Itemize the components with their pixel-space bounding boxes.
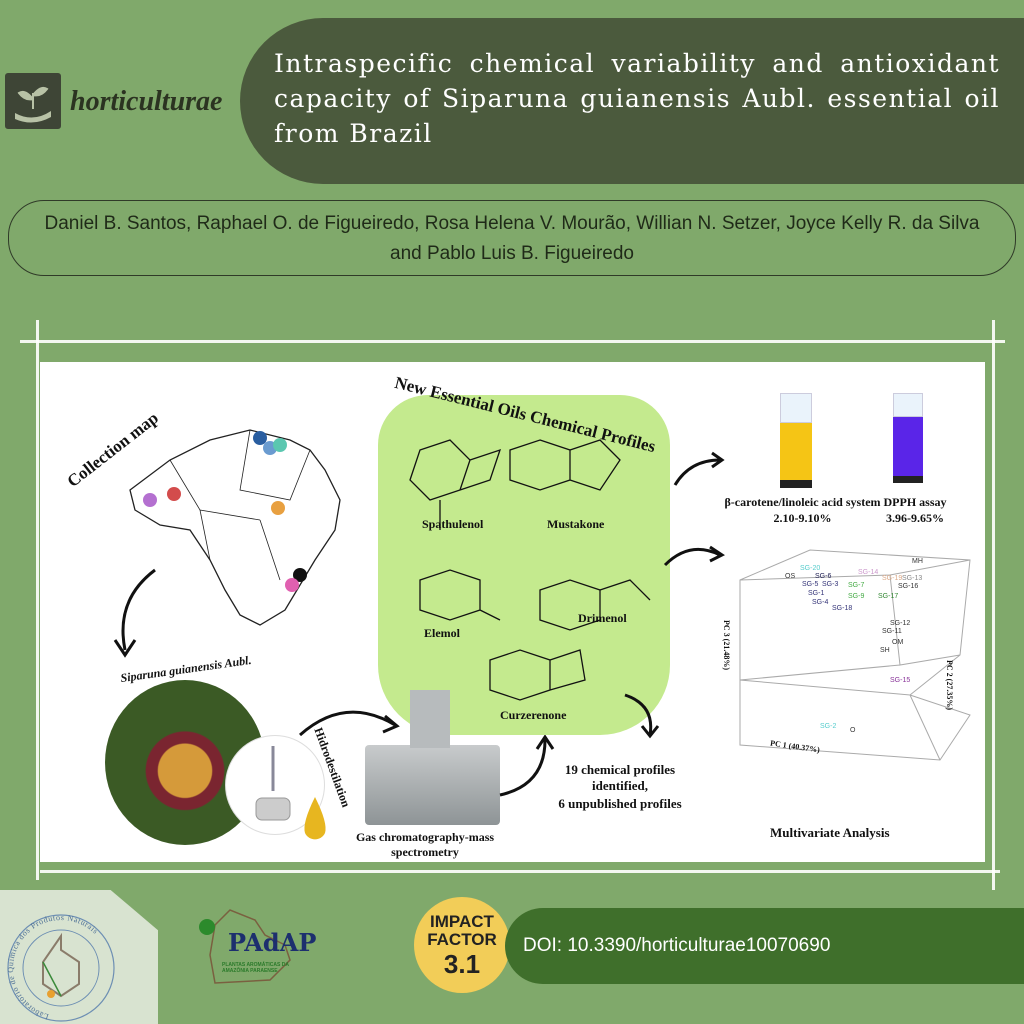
pca-point-label: SG-1 (808, 590, 825, 597)
impact-label: FACTOR (427, 930, 497, 949)
arrow-icon (113, 568, 156, 658)
gcms-label: Gas chromatography-mass spectrometry (355, 830, 495, 859)
arrow-icon (663, 545, 725, 567)
compound-label: Spathulenol (422, 517, 484, 531)
pca-point-label: SG-15 (890, 677, 911, 684)
pca-point-label: O (850, 727, 856, 734)
pca-point-label: SG-19 (882, 575, 903, 582)
molecule-structures (409, 439, 651, 701)
compound-label: Elemol (424, 626, 460, 640)
arrow-icon (299, 710, 400, 737)
pca-point-label: SG-16 (898, 583, 919, 590)
pca-point-label: SG-5 (802, 581, 819, 588)
header-banner (240, 18, 1024, 184)
padap-logo (199, 909, 291, 984)
frame-line (20, 340, 1005, 343)
arrow-icon (673, 451, 725, 486)
impact-label: IMPACT (430, 912, 494, 931)
profiles-unpublished: 6 unpublished profiles (558, 796, 682, 811)
authors: Daniel B. Santos, Raphael O. de Figueire… (8, 200, 1016, 276)
pca-point-label: MH (912, 558, 923, 565)
pca-point-label: SG-17 (878, 593, 899, 600)
location-pin-icon (143, 431, 307, 592)
dpph-cuvette (893, 417, 923, 483)
dpph-value: 3.96-9.65% (886, 511, 944, 525)
pca-point-label: OS (785, 573, 796, 580)
frame-line (992, 320, 995, 890)
padap-subtitle: PLANTAS AROMÁTICAS DA AMAZÔNIA PARAENSE (222, 962, 289, 974)
pc2-label: PC 2 (27.35%) (945, 660, 954, 710)
pca-point-label: SG-13 (902, 575, 923, 582)
multivariate-label: Multivariate Analysis (770, 825, 890, 840)
article-title: Intraspecific chemical variability and a… (274, 49, 1000, 148)
arrow-icon (499, 735, 555, 797)
compound-label: Curzerenone (500, 708, 567, 722)
compound-label: Mustakone (547, 517, 605, 531)
pca-point-label: SG-9 (848, 593, 865, 600)
pca-point-label: OM (892, 639, 904, 646)
dpph-label: DPPH assay (883, 495, 947, 509)
brazil-map (129, 429, 341, 626)
impact-value: 3.1 (443, 949, 481, 979)
arrow-icon (624, 693, 660, 739)
oil-drop-icon (304, 797, 326, 840)
gc-ms-instrument (365, 745, 500, 825)
cuvette-cap (893, 393, 923, 417)
pca-point-label: SG-2 (820, 723, 837, 730)
doi-link[interactable]: DOI: 10.3390/horticulturae10070690 (505, 908, 1024, 984)
beta-value: 2.10-9.10% (773, 511, 832, 525)
pca-point-label: SH (880, 647, 890, 654)
pca-point-label: SG-3 (822, 581, 839, 588)
cuvette-cap (780, 393, 812, 423)
impact-factor-badge: IMPACT FACTOR 3.1 (414, 897, 510, 993)
beta-carotene-cuvette (780, 423, 812, 488)
pca-point-label: SG-4 (812, 599, 829, 606)
compound-label: Drimenol (578, 611, 627, 625)
pca-point-label: SG-7 (848, 582, 865, 589)
lab-logo: Laboratório de Química dos Produtos Natu… (6, 913, 115, 1022)
profiles-count: 19 chemical profiles identified, (564, 762, 676, 793)
pca-labels: OS SG-20 SG-6 SG-5 SG-3 SG-1 SG-4 SG-18 … (740, 555, 965, 745)
plant-in-hand-icon (5, 73, 61, 129)
pca-point-label: SG-6 (815, 573, 832, 580)
beta-label: β-carotene/linoleic acid system (724, 495, 881, 509)
gc-ms-autosampler (410, 690, 450, 748)
pca-point-label: SG-14 (858, 569, 879, 576)
pca-point-label: SG-18 (832, 605, 853, 612)
pca-3d-plot (739, 549, 971, 761)
journal-name: horticulturae (70, 86, 223, 117)
frame-line (40, 870, 1000, 873)
pca-point-label: SG-20 (800, 565, 821, 572)
pca-point-label: SG-11 (882, 628, 902, 635)
pca-point-label: SG-12 (890, 620, 911, 627)
profiles-area (378, 395, 670, 735)
frame-line (36, 320, 39, 880)
padap-name: PAdAP (228, 928, 317, 957)
pc3-label: PC 3 (21.48%) (722, 620, 731, 670)
